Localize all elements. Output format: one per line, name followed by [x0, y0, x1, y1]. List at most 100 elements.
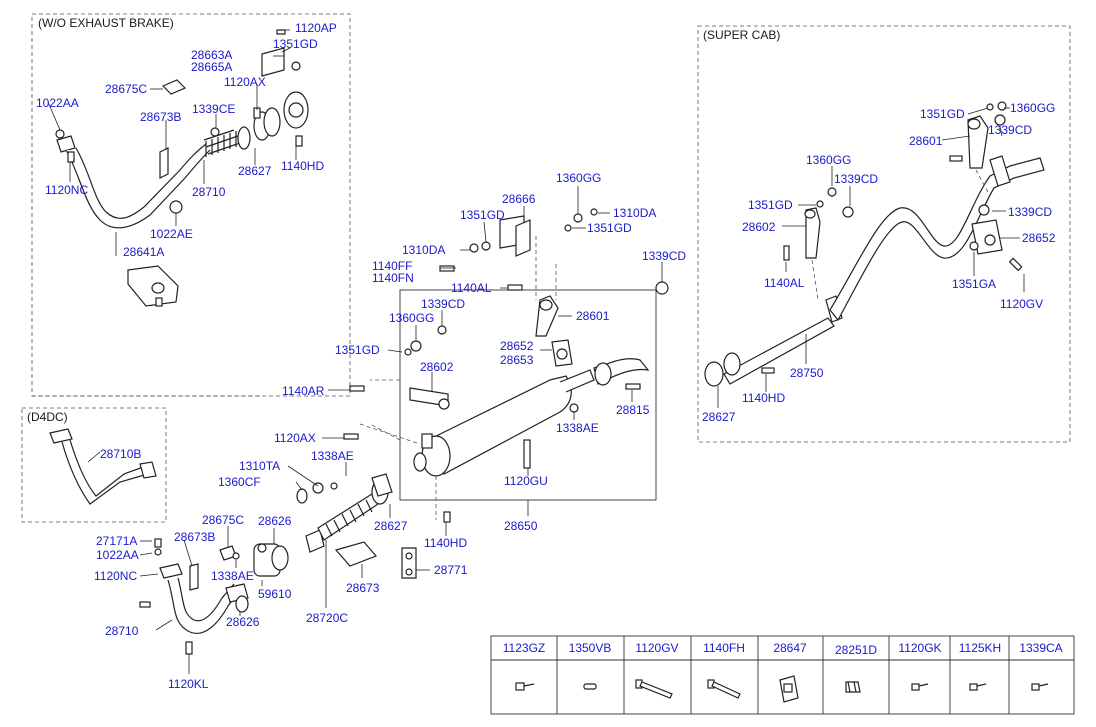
callout-1339CD: 1339CD: [988, 123, 1032, 137]
callout-1351GA: 1351GA: [952, 277, 996, 291]
callout-28720C: 28720C: [306, 611, 348, 625]
clamp-28251D-icon: [845, 681, 861, 693]
callout-1140HD: 1140HD: [281, 159, 324, 173]
callout-1120GV: 1120GV: [1000, 297, 1043, 311]
callout-1360CF: 1360CF: [218, 475, 261, 489]
leaders-right: [717, 107, 1025, 408]
front-pipe-assembly-exhaust-brake: [55, 29, 309, 307]
section-title-exhaust-brake: (W/O EXHAUST BRAKE): [38, 16, 174, 30]
bolt-1123GZ-icon: [515, 682, 535, 691]
bolt-1120GV-icon: [635, 679, 673, 699]
leaders-center: [322, 186, 663, 536]
callout-1120AX: 1120AX: [224, 75, 266, 89]
callout-28815: 28815: [616, 403, 650, 417]
callout-1140FN: 1140FN: [372, 271, 414, 285]
callout-1140AL: 1140AL: [764, 276, 805, 290]
callout-1140HD: 1140HD: [742, 391, 785, 405]
callout-1120NC: 1120NC: [94, 569, 137, 583]
callout-1338AE: 1338AE: [556, 421, 599, 435]
callout-1339CD: 1339CD: [1008, 205, 1052, 219]
leaders-top-left: [47, 29, 297, 256]
callout-1339CD: 1339CD: [421, 297, 465, 311]
callout-1022AA: 1022AA: [36, 96, 79, 110]
table-header-28647: 28647: [773, 641, 807, 655]
callout-1120AP: 1120AP: [295, 21, 337, 35]
callout-28710: 28710: [105, 624, 139, 638]
callout-1310DA: 1310DA: [402, 243, 445, 257]
muffler-assembly: [343, 208, 669, 523]
callout-28675C: 28675C: [105, 82, 147, 96]
leaders-bottom: [139, 462, 430, 674]
callout-28673: 28673: [346, 581, 380, 595]
callout-1140FF: 1140FF: [372, 259, 412, 273]
callout-1022AA: 1022AA: [96, 548, 139, 562]
callout-28673B: 28673B: [174, 530, 215, 544]
callout-1351GD: 1351GD: [273, 37, 318, 51]
callout-1338AE: 1338AE: [311, 449, 354, 463]
section-box-d4dc: [21, 407, 167, 523]
table-header-1339CA: 1339CA: [1019, 641, 1062, 655]
callout-1339CD: 1339CD: [642, 249, 686, 263]
callout-1120NC: 1120NC: [45, 183, 88, 197]
callout-28602: 28602: [420, 360, 454, 374]
callout-28641A: 28641A: [123, 245, 164, 259]
callout-1120AX: 1120AX: [274, 431, 316, 445]
flex-pipe-assembly: [253, 473, 417, 579]
callout-28771: 28771: [434, 563, 468, 577]
callout-28626: 28626: [258, 514, 292, 528]
callout-28666: 28666: [502, 192, 536, 206]
table-header-1125KH: 1125KH: [959, 641, 1001, 655]
front-pipe-28710-lower: [139, 538, 249, 655]
callout-1351GD: 1351GD: [587, 221, 632, 235]
parts-table: 1123GZ 1350VB 1120GV 1140FH 28647 28251D…: [490, 635, 1075, 715]
callout-1120GU: 1120GU: [504, 474, 548, 488]
callout-1351GD: 1351GD: [335, 343, 380, 357]
section-box-super-cab: [697, 25, 1071, 443]
callout-28710: 28710: [192, 185, 226, 199]
callout-1351GD: 1351GD: [460, 208, 505, 222]
callout-28652: 28652: [500, 339, 534, 353]
section-title-d4dc: (D4DC): [27, 410, 68, 424]
callout-1140AR: 1140AR: [282, 384, 325, 398]
callout-28601: 28601: [576, 309, 610, 323]
callout-27171A: 27171A: [96, 534, 137, 548]
table-header-1120GV: 1120GV: [635, 641, 678, 655]
callout-28653: 28653: [500, 353, 534, 367]
callout-1022AE: 1022AE: [150, 227, 193, 241]
callout-28627: 28627: [702, 410, 736, 424]
table-header-28251D: 28251D: [835, 643, 877, 657]
callout-1339CD: 1339CD: [834, 172, 878, 186]
callout-28750: 28750: [790, 366, 824, 380]
callout-1360GG: 1360GG: [556, 171, 601, 185]
callout-1360GG: 1360GG: [389, 311, 434, 325]
callout-28652: 28652: [1022, 231, 1056, 245]
callout-1140HD: 1140HD: [424, 536, 467, 550]
callout-labels: 1120AP 1351GD 28663A 28665A 28675C 1120A…: [36, 21, 1056, 691]
callout-1351GD: 1351GD: [920, 107, 965, 121]
callout-28663A: 28663A: [191, 48, 232, 62]
table-header-1120GK: 1120GK: [898, 641, 941, 655]
callout-28602: 28602: [742, 220, 776, 234]
bolt-1125KH-icon: [969, 683, 987, 691]
callout-1310DA: 1310DA: [613, 206, 656, 220]
section-title-super-cab: (SUPER CAB): [703, 28, 780, 42]
bolt-1339CA-icon: [1031, 683, 1049, 691]
callout-28650: 28650: [504, 519, 538, 533]
super-cab-assembly: [704, 101, 1045, 387]
table-header-1140FH: 1140FH: [703, 641, 745, 655]
bolt-1120GK-icon: [911, 683, 929, 691]
callout-1339CE: 1339CE: [192, 102, 235, 116]
callout-1338AE: 1338AE: [211, 569, 254, 583]
callout-28710B: 28710B: [100, 447, 141, 461]
callout-1310TA: 1310TA: [239, 459, 280, 473]
callout-1351GD: 1351GD: [748, 198, 793, 212]
callout-28665A: 28665A: [191, 60, 232, 74]
callout-1360GG: 1360GG: [806, 153, 851, 167]
front-pipe-d4dc: [49, 428, 157, 505]
callout-28601: 28601: [909, 134, 943, 148]
callout-28627: 28627: [374, 519, 408, 533]
callout-59610: 59610: [258, 587, 292, 601]
callout-1120KL: 1120KL: [168, 677, 209, 691]
callout-28675C: 28675C: [202, 513, 244, 527]
